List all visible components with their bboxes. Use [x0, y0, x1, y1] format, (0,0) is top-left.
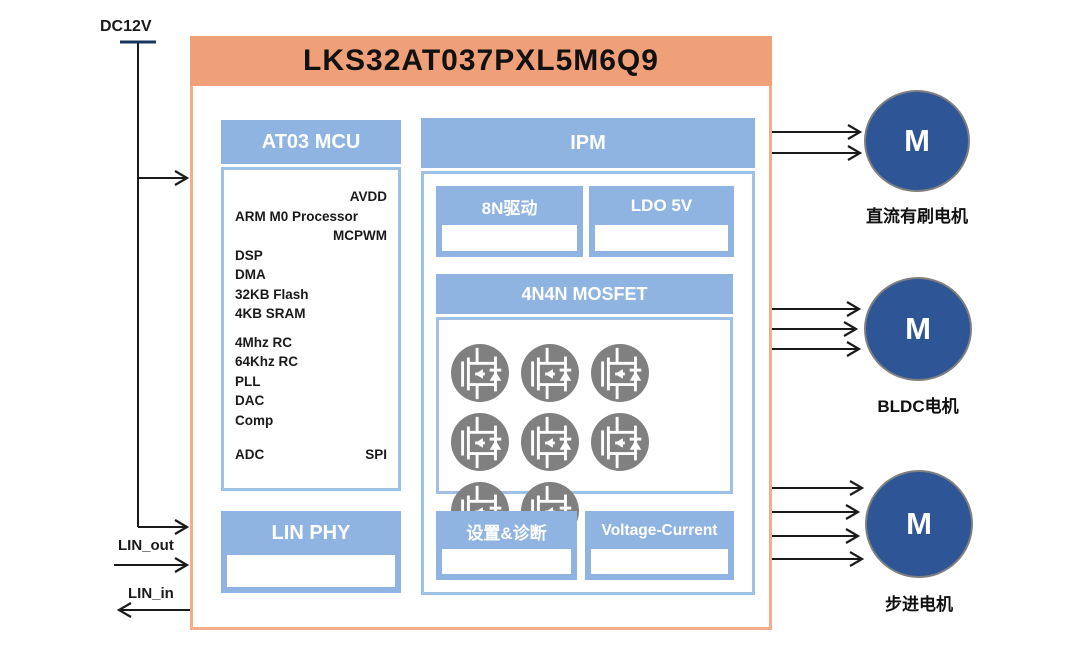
ldo-slot: [595, 225, 728, 251]
gate-driver-slot: [442, 225, 577, 251]
config-diagnostics-slot: [442, 549, 571, 574]
ldo-label: LDO 5V: [630, 196, 693, 215]
mosfet-icon: [521, 413, 579, 471]
voltage-current-block: Voltage-Current: [585, 511, 734, 580]
mcu-feature-row: DAC: [235, 393, 265, 408]
mcu-feature-row: DMA: [235, 267, 266, 282]
chip-block: LKS32AT037PXL5M6Q9 AT03 MCU AVDD ARM M0 …: [190, 36, 772, 630]
motor2-wires: [772, 301, 862, 357]
motor1-wires: [772, 124, 863, 161]
mcu-header: AT03 MCU: [221, 120, 401, 164]
motor-circle: M: [864, 277, 972, 381]
chip-title: LKS32AT037PXL5M6Q9: [303, 44, 659, 77]
voltage-current-slot: [591, 549, 728, 574]
mosfet-icon: [591, 413, 649, 471]
motor-label: BLDC电机: [877, 397, 959, 416]
mcu-feature-row: ARM M0 Processor: [235, 208, 359, 224]
motor-label: 直流有刷电机: [866, 207, 968, 226]
lin-phy-block: LIN PHY: [221, 511, 401, 593]
dc-brushed-motor: M 直流有刷电机: [864, 90, 970, 226]
motor3-wires: [772, 480, 865, 567]
mcu-body: AVDD ARM M0 Processor MCPWM DSP DMA 32KB…: [221, 167, 401, 491]
config-diagnostics-label: 设置&诊断: [466, 523, 547, 543]
mosfet-icon: [451, 413, 509, 471]
mcu-feature-row: 4KB SRAM: [235, 306, 306, 321]
mosfet-array: [436, 317, 733, 494]
motor-label: 步进电机: [885, 595, 953, 614]
chip-header: LKS32AT037PXL5M6Q9: [190, 36, 772, 86]
motor-circle: M: [865, 470, 973, 578]
voltage-current-label: Voltage-Current: [601, 522, 718, 539]
mcu-feature-row: PLL: [235, 373, 261, 389]
mcu-feature-row: Comp: [235, 412, 274, 428]
config-diagnostics-block: 设置&诊断: [436, 511, 577, 580]
spacer: [235, 430, 387, 445]
mcu-feature-row: AVDD: [349, 189, 387, 204]
mcu-feature-row: 64Khz RC: [235, 354, 299, 369]
motor-circle: M: [864, 90, 970, 192]
mcu-feature-row: 4Mhz RC: [235, 334, 292, 350]
bldc-motor: M BLDC电机: [864, 277, 972, 416]
mcu-feature-row: DSP: [235, 247, 263, 263]
mosfet-icon: [521, 344, 579, 402]
mosfet-icon: [451, 344, 509, 402]
spacer: [235, 324, 387, 333]
ldo-block: LDO 5V: [589, 186, 734, 257]
dc12v-wire: [120, 40, 190, 535]
gate-driver-block: 8N驱动: [436, 186, 583, 257]
dc12v-label: DC12V: [100, 18, 152, 35]
mosfet-header: 4N4N MOSFET: [436, 274, 733, 314]
mosfet-block: 4N4N MOSFET: [436, 274, 733, 494]
gate-driver-label: 8N驱动: [481, 198, 538, 218]
lin-phy-slot: [227, 555, 395, 587]
lin-out-label: LIN_out: [118, 537, 174, 554]
mcu-feature-row: MCPWM: [333, 228, 387, 243]
mcu-feature-row: 32KB Flash: [235, 286, 309, 302]
lin-in-label: LIN_in: [128, 585, 174, 602]
ipm-body: 8N驱动 LDO 5V 4N4N MOSFET: [421, 171, 755, 595]
ipm-header: IPM: [421, 118, 755, 168]
stepper-motor: M 步进电机: [865, 470, 973, 614]
mosfet-icon: [591, 344, 649, 402]
lin-phy-label: LIN PHY: [271, 521, 351, 544]
